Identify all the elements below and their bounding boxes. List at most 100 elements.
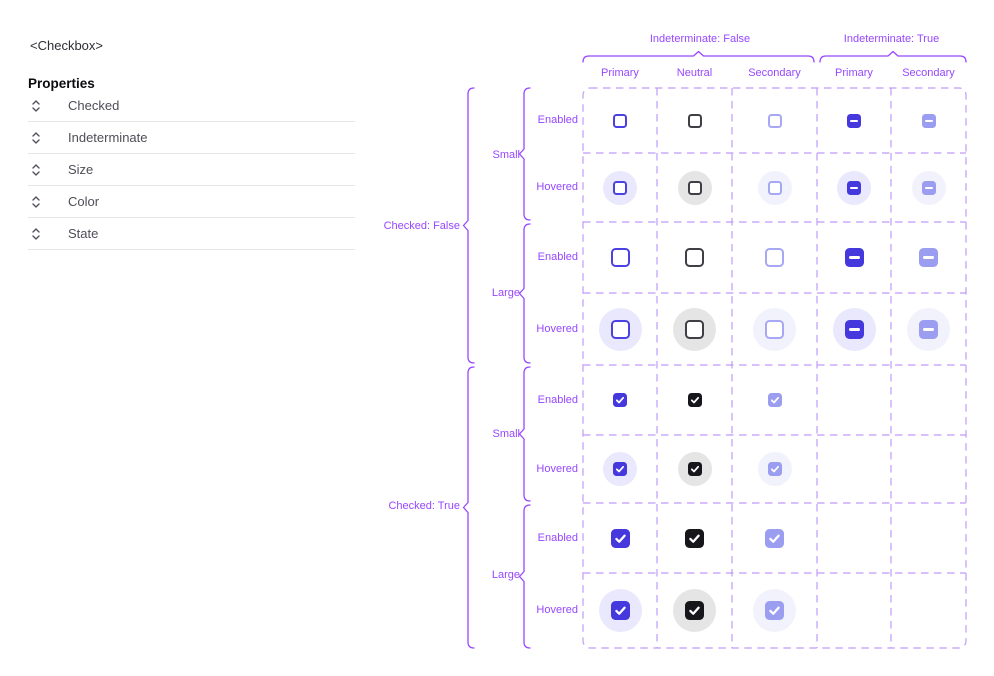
check-icon [614,606,626,615]
checkbox-preview[interactable] [687,180,702,195]
hover-halo [907,307,950,351]
variant-cell [657,435,732,503]
hover-halo [677,170,712,205]
state-label: Enabled [537,114,578,126]
state-label: Hovered [536,322,578,335]
checkbox-preview[interactable] [765,601,784,620]
checkbox-preview[interactable] [765,528,784,548]
checkbox-preview[interactable] [613,180,627,195]
variant-cell [891,293,966,365]
checkbox-preview[interactable] [847,180,861,195]
checkbox-preview[interactable] [767,462,782,476]
chevron-updown-icon[interactable] [30,163,42,177]
indeterminate-dash-icon [924,186,933,189]
property-row[interactable]: State [28,218,355,250]
checkbox-preview[interactable] [919,248,938,267]
size-group-bracket [518,223,531,364]
hover-halo [677,452,712,486]
checkbox-preview[interactable] [919,319,938,339]
check-icon [615,396,625,404]
checkbox-preview[interactable] [685,601,704,620]
property-row[interactable]: Indeterminate [28,122,355,154]
column-group-label: Indeterminate: True [843,33,940,45]
checkbox-preview[interactable] [765,319,784,339]
property-label: Checked [68,98,120,113]
variant-cell [891,222,966,293]
variant-cell [817,293,891,365]
state-label: Hovered [536,462,578,475]
row-group-label: Checked: False [383,220,460,232]
variant-cell [583,573,657,648]
column-header: Secondary [902,67,955,79]
indeterminate-dash-icon [924,119,933,122]
hover-halo [753,307,796,351]
checkbox-preview[interactable] [610,528,630,548]
check-icon [690,396,699,404]
property-row[interactable]: Size [28,154,355,186]
size-group-label: Small [492,427,520,440]
row-group-label: Checked: True [388,500,460,512]
column-header: Primary [601,67,639,79]
checkbox-preview[interactable] [844,319,864,339]
hover-halo [753,589,796,632]
checkbox-preview[interactable] [613,462,627,476]
variant-cell [732,222,817,293]
variant-cell [732,573,817,648]
checkbox-preview[interactable] [687,462,702,476]
chevron-updown-icon[interactable] [30,131,42,145]
hover-halo [757,170,792,205]
checkbox-preview[interactable] [610,601,630,620]
checkbox-preview[interactable] [613,393,627,407]
variant-cell [583,88,657,153]
chevron-updown-icon[interactable] [30,227,42,241]
property-label: Size [68,162,94,177]
check-icon [615,465,625,473]
chevron-updown-icon[interactable] [30,195,42,209]
property-label: Color [68,194,100,209]
variant-cell [732,503,817,573]
variant-cell [732,88,817,153]
variant-cell [817,222,891,293]
chevron-updown-icon[interactable] [30,99,42,113]
variant-cell [657,503,732,573]
hover-halo [598,589,642,632]
variant-cell [891,88,966,153]
checkbox-preview[interactable] [613,113,627,128]
checkbox-preview[interactable] [610,248,630,267]
checkbox-preview[interactable] [767,393,782,407]
variant-cell [583,365,657,435]
checkbox-preview[interactable] [685,319,704,339]
size-group-bracket [518,366,531,502]
check-icon [769,606,780,615]
checkbox-preview[interactable] [767,113,782,128]
checkbox-preview[interactable] [767,180,782,195]
checkbox-preview[interactable] [687,393,702,407]
checkbox-preview[interactable] [685,528,704,548]
column-header: Primary [835,67,873,79]
checkbox-preview[interactable] [610,319,630,339]
checkbox-preview[interactable] [921,113,936,128]
hover-halo [598,307,642,351]
component-title: <Checkbox> [30,38,103,53]
hover-halo [911,170,946,205]
variant-cell [891,153,966,222]
checkbox-preview[interactable] [844,248,864,267]
checkbox-preview[interactable] [921,180,936,195]
variant-cell [732,365,817,435]
properties-header: Properties [28,76,95,91]
checkbox-preview[interactable] [765,248,784,267]
state-label: Enabled [537,531,578,544]
check-icon [769,534,780,543]
size-group-bracket [518,87,531,221]
checkbox-preview[interactable] [847,113,861,128]
column-header: Neutral [676,67,713,79]
property-row[interactable]: Checked [28,90,355,122]
property-row[interactable]: Color [28,186,355,218]
variant-cell [583,503,657,573]
check-icon [689,534,700,543]
checkbox-preview[interactable] [687,113,702,128]
checkbox-preview[interactable] [685,248,704,267]
variant-cell [657,153,732,222]
